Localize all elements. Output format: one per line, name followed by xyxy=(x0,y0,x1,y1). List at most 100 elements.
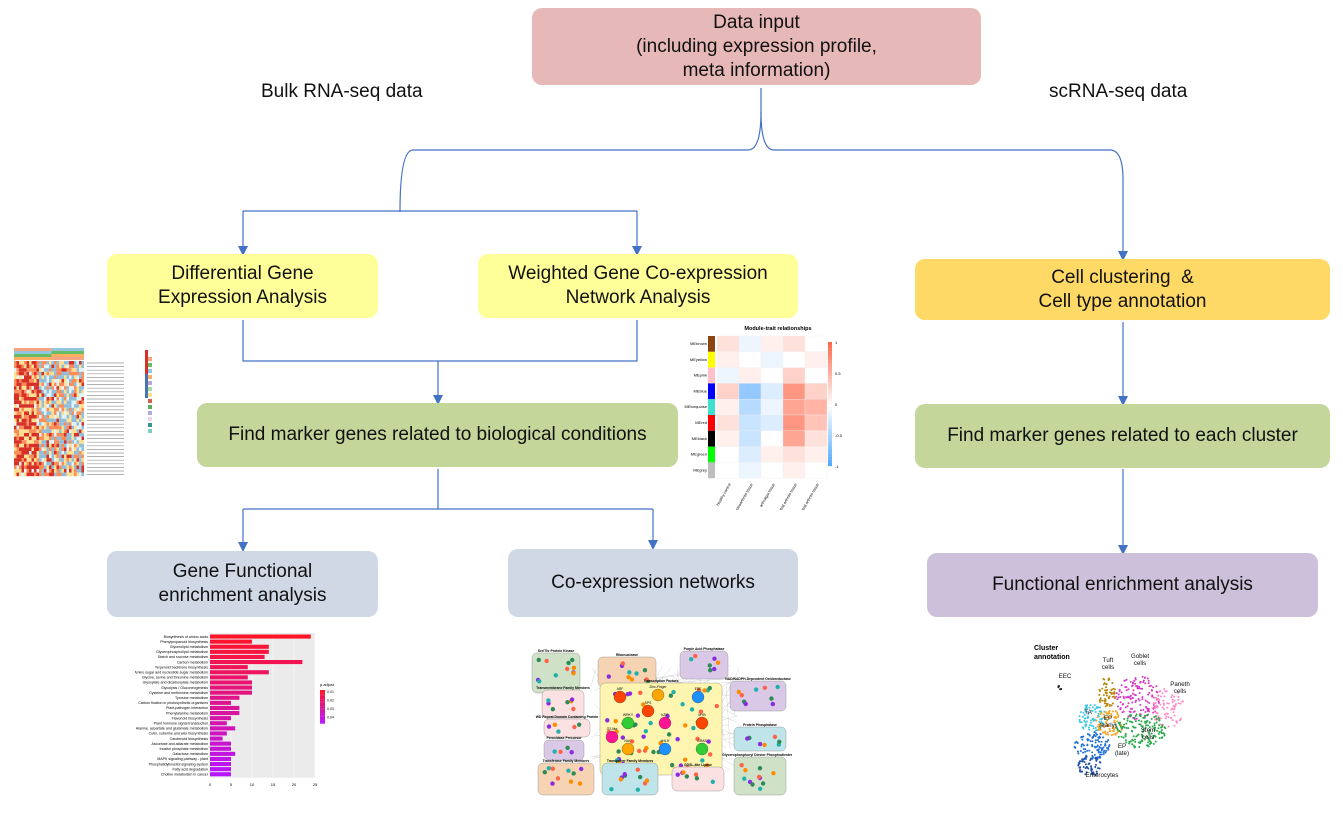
umap-cell-point xyxy=(1085,766,1088,769)
umap-cell-point xyxy=(1101,699,1104,702)
umap-cell-point xyxy=(1099,732,1102,735)
network-node xyxy=(644,745,649,751)
umap-cell-point xyxy=(1102,751,1105,754)
umap-cell-point xyxy=(1098,767,1101,770)
color-scale-label: 0.5 xyxy=(835,371,841,376)
umap-cell-point xyxy=(1146,713,1149,716)
umap-cell-point xyxy=(1123,723,1126,726)
dge-node: Differential Gene Expression Analysis xyxy=(107,254,378,318)
umap-cell-point xyxy=(1162,699,1165,702)
umap-cell-point xyxy=(1138,699,1141,702)
umap-cell-point xyxy=(1157,700,1160,703)
umap-cell-point xyxy=(1129,711,1132,714)
module-trait-cell xyxy=(804,335,828,352)
umap-cell-point xyxy=(1100,711,1103,714)
module-trait-cell xyxy=(738,383,762,400)
network-node xyxy=(550,781,555,786)
umap-cell-point xyxy=(1081,760,1084,763)
umap-cell-point xyxy=(1110,733,1113,736)
umap-cell-point xyxy=(1117,696,1120,699)
umap-cell-point xyxy=(1111,682,1114,685)
umap-cell-point xyxy=(1106,704,1109,707)
umap-cell-point xyxy=(1133,679,1136,682)
umap-cell-point xyxy=(1115,695,1118,698)
umap-cell-point xyxy=(1153,696,1156,699)
tf-node xyxy=(605,730,619,744)
network-node xyxy=(739,692,744,698)
umap-cell-point xyxy=(1148,742,1151,745)
network-node xyxy=(546,766,552,771)
gene-family-group xyxy=(733,726,787,752)
enrichment-bar xyxy=(210,736,223,741)
umap-cell-point xyxy=(1121,711,1124,714)
tf-node xyxy=(695,716,709,730)
umap-cell-point xyxy=(1089,721,1092,724)
tf-node xyxy=(651,688,665,702)
umap-cell-point xyxy=(1057,685,1060,688)
term-label: Carbon fixation in photosynthetic organi… xyxy=(138,701,208,705)
gene-family-label: WD Repeat Domain Containing Protein xyxy=(536,715,599,719)
umap-cell-point xyxy=(1095,759,1098,762)
cluster-label: EP(early) xyxy=(1099,715,1117,729)
umap-cell-point xyxy=(1162,702,1165,705)
umap-cell-point xyxy=(1094,746,1097,749)
enrichment-bar xyxy=(210,716,231,721)
umap-cell-point xyxy=(1155,717,1158,720)
module-trait-cell xyxy=(716,446,740,463)
umap-cell-point xyxy=(1113,728,1116,731)
umap-cell-point xyxy=(1134,682,1137,685)
umap-cell-point xyxy=(1139,715,1142,718)
module-trait-cell xyxy=(782,446,806,463)
umap-cell-point xyxy=(1147,693,1150,696)
umap-cell-point xyxy=(1147,736,1150,739)
legend-value: 0.02 xyxy=(327,699,334,703)
umap-cell-point xyxy=(1145,735,1148,738)
umap-cell-point xyxy=(1084,750,1087,753)
umap-cell-point xyxy=(1126,717,1129,720)
umap-cell-point xyxy=(1094,773,1097,776)
umap-cell-point xyxy=(1136,687,1139,690)
umap-cell-point xyxy=(1171,694,1174,697)
umap-cell-point xyxy=(1132,726,1135,729)
umap-cell-point xyxy=(1156,712,1159,715)
umap-cell-point xyxy=(1177,698,1180,701)
umap-cell-point xyxy=(1104,689,1107,692)
module-trait-cell xyxy=(716,383,740,400)
umap-cell-point xyxy=(1152,742,1155,745)
umap-cell-point xyxy=(1083,757,1086,760)
umap-cell-point xyxy=(1083,719,1086,722)
umap-cell-point xyxy=(1138,692,1141,695)
umap-cell-point xyxy=(1167,716,1170,719)
umap-cell-point xyxy=(1161,725,1164,728)
umap-cell-point xyxy=(1125,678,1128,681)
umap-cell-point xyxy=(1087,767,1090,770)
module-trait-cell xyxy=(760,446,784,463)
umap-cell-point xyxy=(1086,733,1089,736)
network-node xyxy=(565,745,570,751)
umap-cell-point xyxy=(1127,702,1130,705)
umap-cell-point xyxy=(1131,697,1134,700)
module-trait-cell xyxy=(782,335,806,352)
umap-cell-point xyxy=(1131,692,1134,695)
network-node xyxy=(605,718,610,723)
umap-cell-point xyxy=(1158,737,1161,740)
umap-cell-point xyxy=(1117,722,1120,725)
module-trait-cell xyxy=(760,367,784,384)
umap-cell-point xyxy=(1110,688,1113,691)
network-node xyxy=(704,763,710,768)
enrichment-bar xyxy=(210,685,252,690)
umap-cell-point xyxy=(1153,715,1156,718)
module-color-swatch xyxy=(708,383,715,400)
module-trait-cell xyxy=(738,367,762,384)
data-input-line-3: meta information) xyxy=(682,59,831,81)
umap-cell-point xyxy=(1079,711,1082,714)
umap-cell-point xyxy=(1091,751,1094,754)
umap-cell-point xyxy=(1136,685,1139,688)
gene-family-label: Ribonuclease xyxy=(616,653,638,657)
umap-cell-point xyxy=(1094,766,1097,769)
network-node xyxy=(565,699,570,705)
enrichment-bar xyxy=(210,762,231,767)
umap-cell-point xyxy=(1173,708,1176,711)
network-node xyxy=(633,722,638,727)
network-node xyxy=(683,723,688,728)
